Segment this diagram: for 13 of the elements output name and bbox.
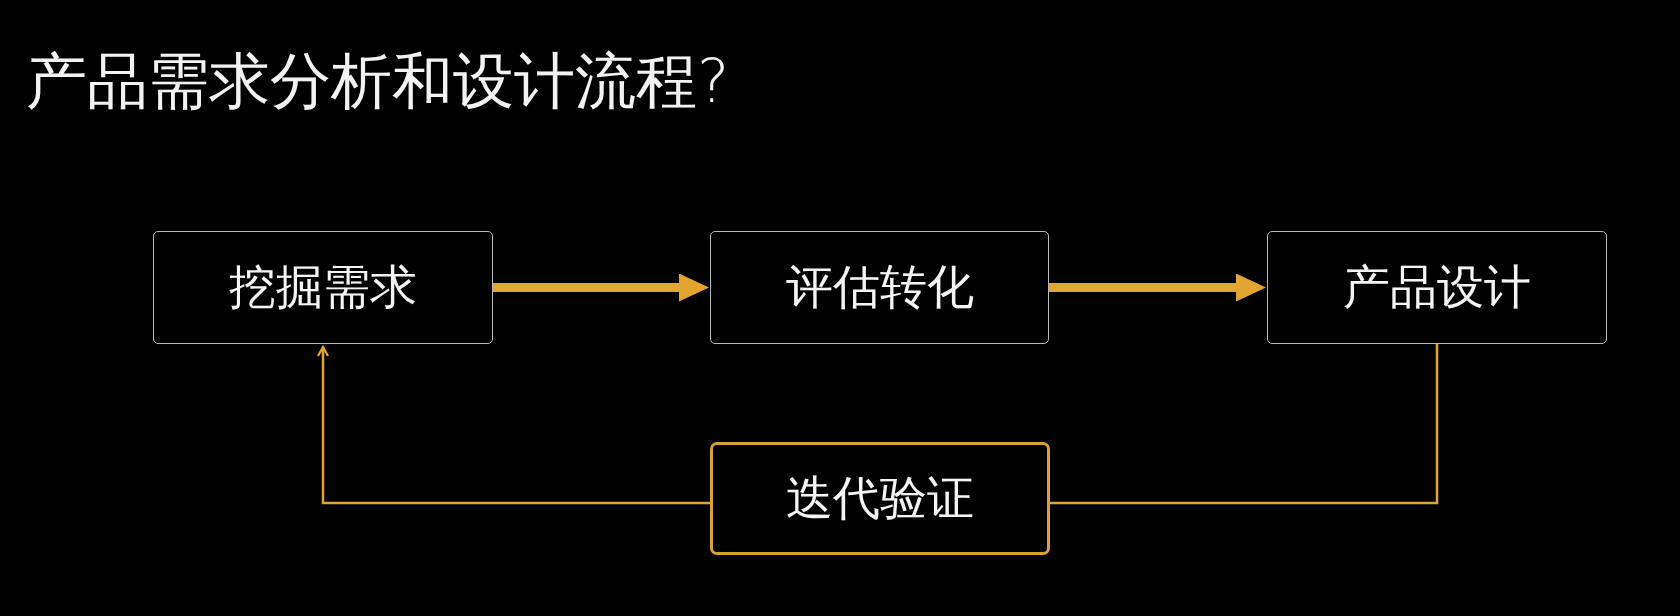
arrow: [1049, 273, 1266, 302]
box-label: 产品设计: [1343, 260, 1531, 315]
connector-line: [1050, 344, 1439, 505]
box-label: 挖掘需求: [229, 260, 417, 315]
highlighted-process-box: [710, 442, 1050, 555]
arrow: [493, 273, 709, 302]
title: 产品需求分析和设计流程?: [26, 47, 730, 115]
process-box: [153, 231, 493, 344]
process-box: [710, 231, 1049, 344]
box-label: 评估转化: [785, 260, 974, 315]
process-box: [1267, 231, 1607, 344]
arrow: [316, 345, 710, 505]
box-label: 迭代验证: [786, 471, 974, 526]
